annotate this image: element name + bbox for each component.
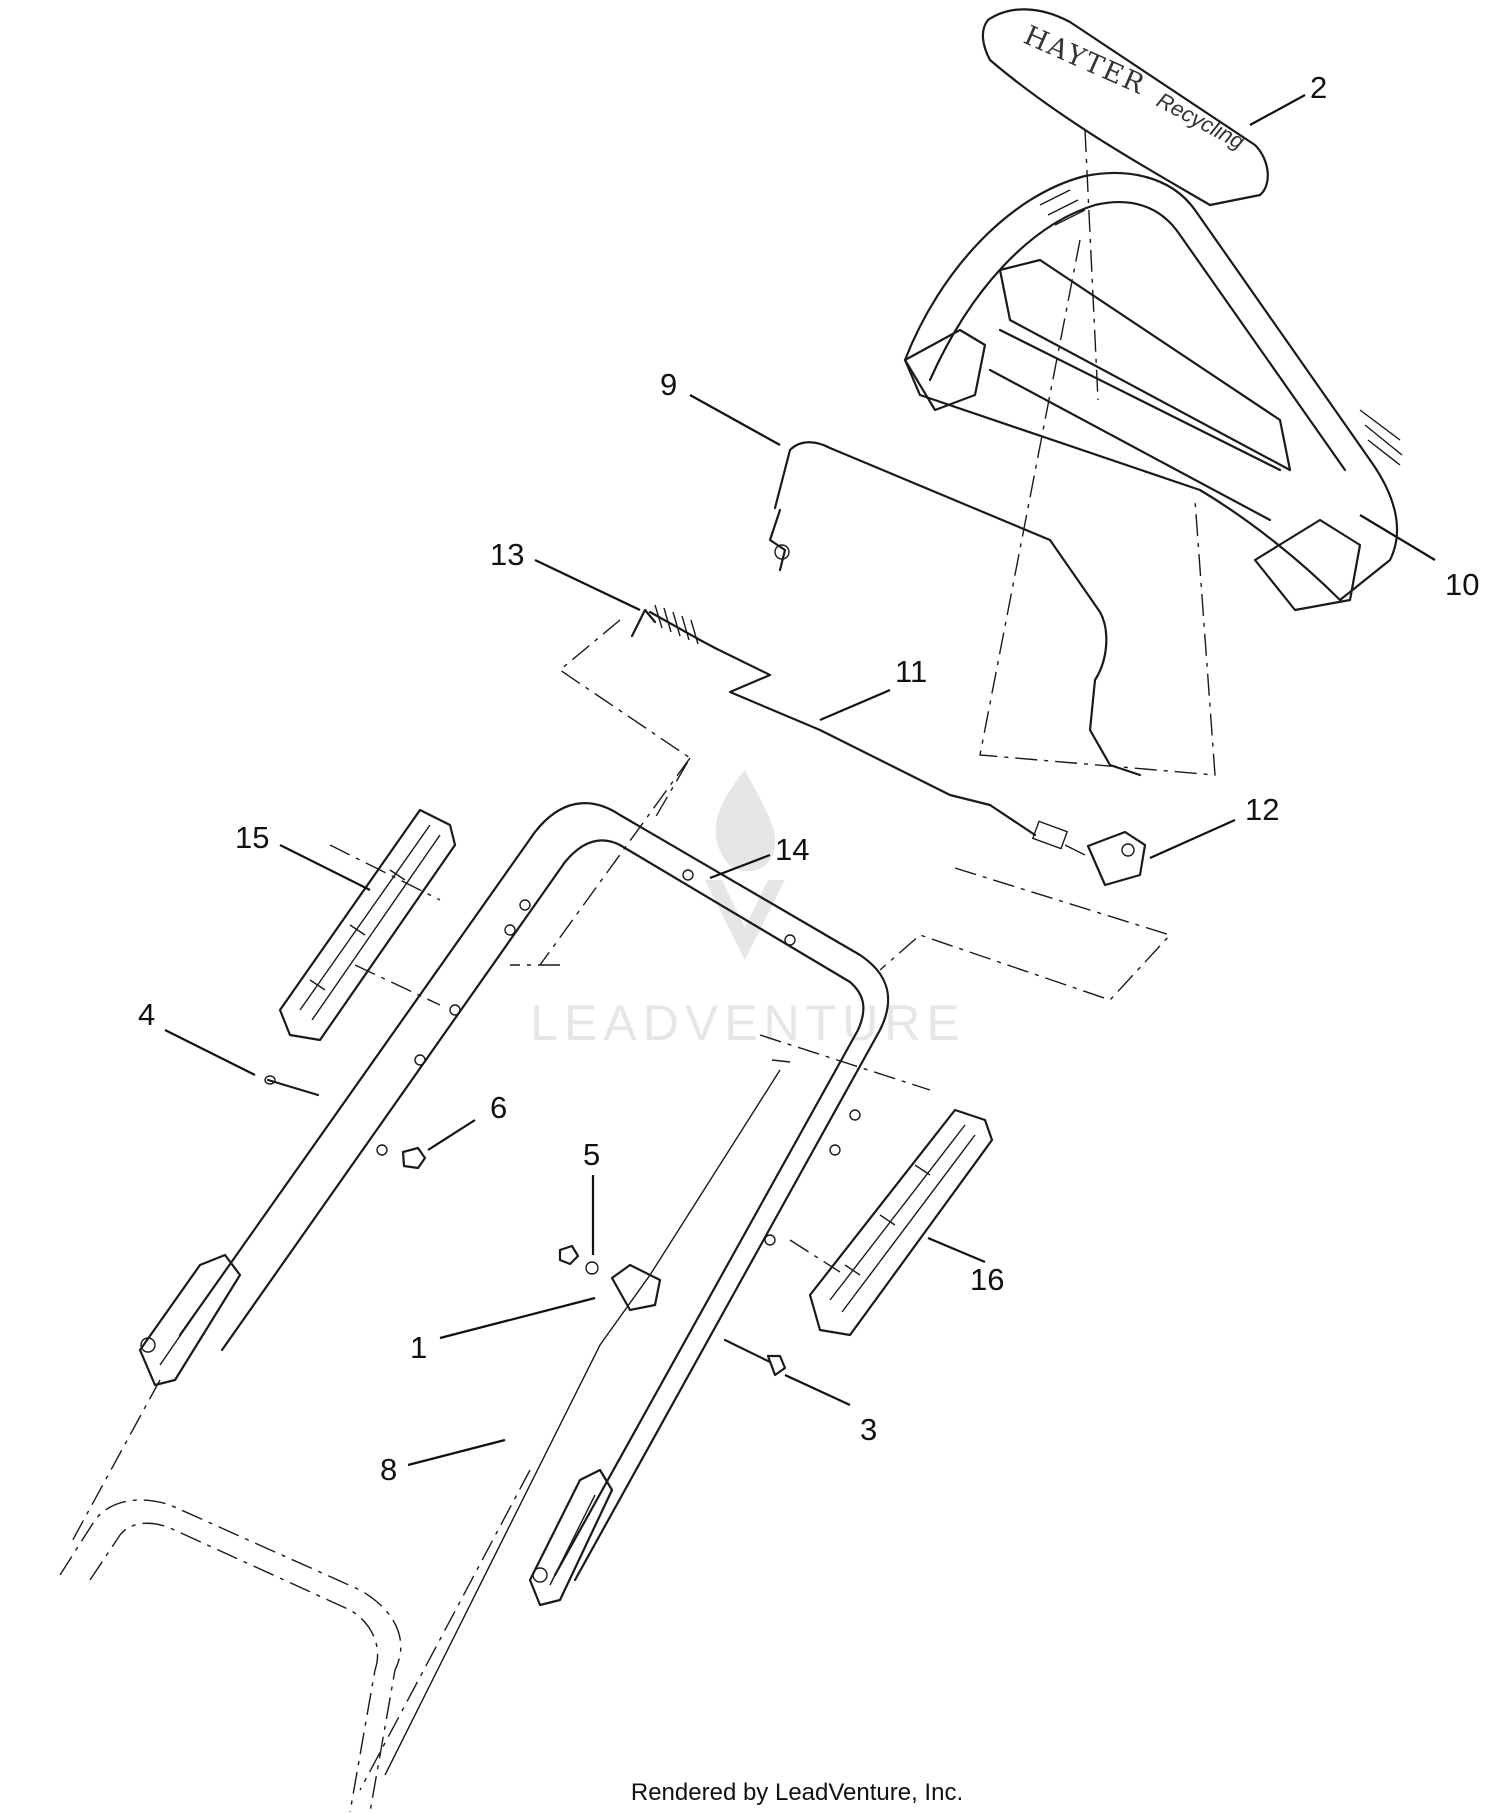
callout-number: 6: [490, 1090, 507, 1125]
top-handle-part: [903, 171, 1403, 612]
spring-part: [630, 604, 717, 650]
callout-number: 11: [895, 654, 927, 689]
callout-3: 3: [784, 1374, 877, 1447]
control-cable-part: [713, 646, 1086, 856]
lower-handle-outline: [59, 1499, 402, 1813]
hardware-parts: [264, 1075, 787, 1377]
callout-number: 1: [410, 1330, 427, 1365]
left-bracket-part: [278, 808, 457, 1042]
callout-number: 12: [1245, 792, 1279, 827]
callout-4: 4: [138, 997, 256, 1076]
footer-credit: Rendered by LeadVenture, Inc.: [631, 1779, 963, 1806]
callout-number: 15: [235, 820, 269, 855]
callouts: 1 2 3 4 5 6 8 9: [138, 70, 1479, 1487]
callout-11: 11: [819, 654, 927, 722]
callout-number: 5: [583, 1137, 600, 1172]
bail-lever-part: [768, 441, 1142, 777]
leadventure-watermark: LEADVENTURE: [530, 770, 966, 1051]
callout-10: 10: [1359, 514, 1479, 602]
callout-2: 2: [1249, 70, 1327, 126]
callout-number: 8: [380, 1452, 397, 1487]
callout-9: 9: [660, 367, 781, 446]
callout-5: 5: [583, 1137, 600, 1255]
callout-16: 16: [927, 1236, 1004, 1297]
callout-number: 3: [860, 1412, 877, 1447]
decal-model-text: Recycling: [1153, 87, 1250, 154]
callout-8: 8: [380, 1438, 506, 1487]
callout-15: 15: [235, 820, 371, 891]
cable-clip-part: [1086, 830, 1147, 887]
handle-clamps: [138, 1253, 614, 1607]
assembly-lines: [69, 129, 1216, 1791]
callout-number: 16: [970, 1262, 1004, 1297]
callout-number: 14: [775, 832, 809, 867]
callout-number: 10: [1445, 567, 1479, 602]
decal-part: HAYTER Recycling: [981, 8, 1269, 207]
callout-14: 14: [709, 832, 809, 880]
watermark-text: LEADVENTURE: [530, 995, 966, 1051]
callout-13: 13: [490, 537, 641, 611]
right-bracket-part: [808, 1108, 994, 1337]
callout-1: 1: [410, 1296, 596, 1365]
callout-number: 4: [138, 997, 155, 1032]
callout-number: 13: [490, 537, 524, 572]
callout-12: 12: [1149, 792, 1279, 860]
callout-number: 2: [1310, 70, 1327, 105]
lower-cable-part: [384, 1059, 791, 1776]
callout-number: 9: [660, 367, 677, 402]
upper-handle-part: [178, 802, 890, 1582]
callout-6: 6: [427, 1090, 507, 1151]
